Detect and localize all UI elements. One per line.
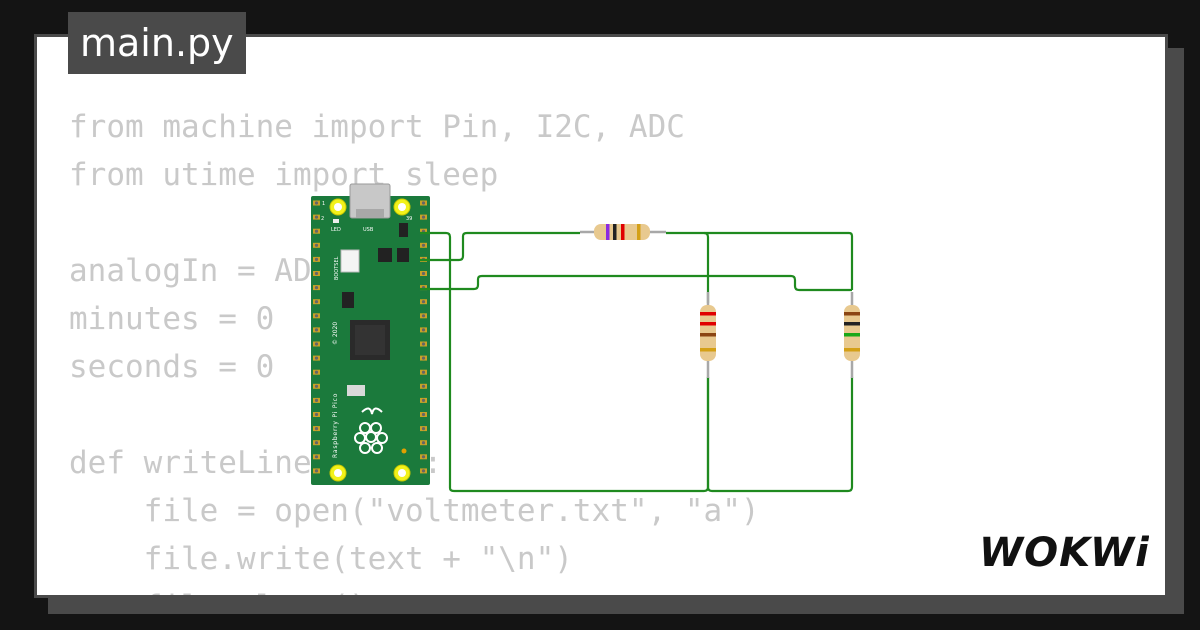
pin-hole	[421, 441, 426, 445]
pin-hole	[314, 469, 319, 473]
silkscreen-pin-1: 1	[322, 201, 325, 207]
resistor-r1[interactable]	[580, 224, 666, 240]
resistor-r3[interactable]	[844, 292, 860, 378]
pin-hole	[314, 356, 319, 360]
silkscreen-pin-2: 2	[321, 216, 324, 222]
pin-hole	[421, 455, 426, 459]
pin-hole	[421, 412, 426, 417]
wire-top-to-r2	[703, 231, 710, 303]
raspberry-pi-logo-icon	[354, 407, 388, 454]
pin-hole	[421, 427, 426, 431]
pico-board[interactable]: 1 2 39 LED USB BOOTSEL © 2020 Raspberry …	[311, 183, 430, 485]
pin-hole	[421, 271, 426, 276]
pin-hole	[314, 441, 319, 445]
led-component	[333, 219, 339, 223]
wire-rail-right	[666, 231, 854, 290]
pin-hole	[314, 427, 319, 431]
file-tab[interactable]: main.py	[68, 12, 246, 74]
pin-hole	[421, 215, 426, 219]
wires	[420, 231, 854, 493]
wire-adc	[420, 274, 852, 292]
pin-hole	[314, 201, 319, 205]
left-pin-header	[313, 200, 320, 474]
pin-hole	[314, 215, 319, 219]
pin-hole	[314, 300, 319, 304]
pin-hole	[421, 201, 426, 205]
bootsel-button[interactable]	[340, 249, 360, 273]
pin-hole	[314, 257, 319, 261]
code-line-11: file.close()	[69, 583, 760, 595]
pin-hole	[314, 271, 319, 276]
pin-hole	[314, 455, 319, 459]
wire-top-rail	[420, 231, 580, 262]
silkscreen-board-name: Raspberry Pi Pico	[332, 393, 339, 458]
resistor-r2[interactable]	[700, 292, 716, 378]
wire-gnd-return	[420, 231, 710, 493]
editor-card: from machine import Pin, I2C, ADC from ut…	[34, 34, 1168, 598]
code-editor[interactable]: from machine import Pin, I2C, ADC from ut…	[69, 103, 760, 595]
pin-hole	[314, 229, 319, 233]
pin-hole	[314, 314, 319, 318]
pin-hole	[421, 384, 426, 388]
pin-hole	[421, 398, 426, 402]
code-line-2: from utime import sleep	[69, 157, 499, 193]
silkscreen-usb: USB	[363, 227, 374, 233]
pin-hole	[314, 384, 319, 388]
wokwi-logo-text: WOKWi	[979, 530, 1149, 576]
code-line-5: minutes = 0	[69, 301, 275, 337]
pin-hole	[421, 370, 426, 374]
code-line-9: file = open("voltmeter.txt", "a")	[69, 493, 760, 529]
pin-hole	[314, 398, 319, 402]
silkscreen-bootsel: BOOTSEL	[334, 256, 340, 280]
wokwi-logo: WOKWi	[979, 530, 1149, 576]
silkscreen-year: © 2020	[332, 322, 339, 345]
pin-hole	[314, 370, 319, 374]
code-line-1: from machine import Pin, I2C, ADC	[69, 109, 685, 145]
pin-hole	[421, 328, 426, 332]
pin-hole	[421, 469, 426, 473]
pin-hole	[314, 342, 319, 346]
code-line-10: file.write(text + "\n")	[69, 541, 573, 577]
silkscreen-led: LED	[331, 227, 341, 233]
pin-hole	[314, 412, 319, 417]
pin-hole	[421, 243, 426, 247]
silkscreen-pin-39: 39	[406, 216, 412, 222]
pin-hole	[314, 243, 319, 247]
pin-hole	[421, 342, 426, 346]
wire-bottom-r2	[706, 377, 854, 493]
pin-hole	[421, 314, 426, 318]
pin-hole	[314, 328, 319, 332]
pin-hole	[421, 356, 426, 360]
pin-hole	[421, 300, 426, 304]
pin-hole	[314, 286, 319, 290]
code-line-6: seconds = 0	[69, 349, 275, 385]
